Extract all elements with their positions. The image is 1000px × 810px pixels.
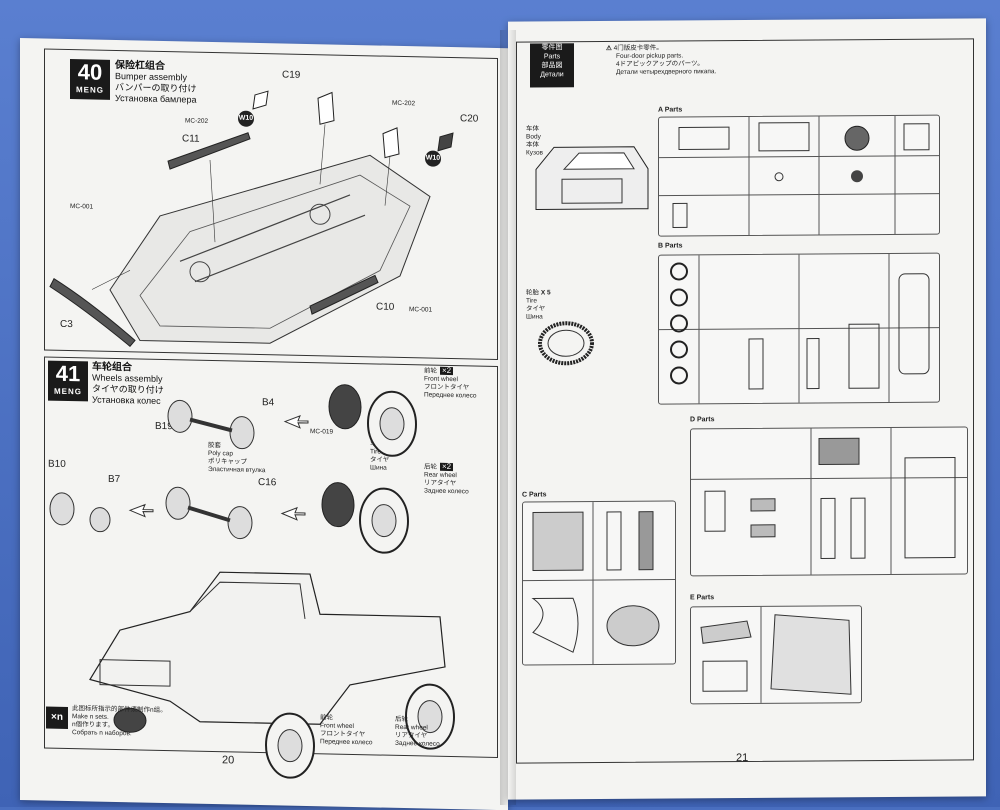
rear-wheel-label-bottom: 后轮 Rear wheel リアタイヤ Заднее колесо <box>395 716 440 749</box>
parts-tab-jp: 部品図 <box>541 62 563 70</box>
wheels-assembly-drawing <box>49 384 455 779</box>
sprue-a-label: A Parts <box>658 106 683 114</box>
bottom-front-jp: フロントタイヤ <box>320 730 366 739</box>
bumper-assembly-drawing <box>49 90 454 348</box>
xn-note: 此图标所指示的部件须制作n组。 Make n sets. n個作ります。 Соб… <box>72 705 167 739</box>
sprue-d-label: D Parts <box>690 416 715 424</box>
sprue-b <box>658 252 940 405</box>
parts-tab-cn: 零件图 <box>541 44 563 52</box>
parts-tab-ru: Детали <box>540 71 564 79</box>
bumper-c3-shape <box>49 277 136 348</box>
bottom-rear-jp: リアタイヤ <box>395 731 428 740</box>
body-label-cn: 车体 <box>526 125 539 133</box>
bottom-rear-ru: Заднее колесо <box>395 739 440 748</box>
book-gutter <box>500 30 516 805</box>
body-drawing <box>535 146 649 210</box>
left-page: 40 MENG 保险杠组合 Bumper assembly バンパーの取り付け … <box>20 38 508 810</box>
right-page: 零件图 Parts 部品図 Детали ⚠ 4门版皮卡零件。 Four-doo… <box>508 18 986 800</box>
arrow-icon-3 <box>280 506 306 521</box>
warning-cn: 4门版皮卡零件。 <box>613 44 663 52</box>
tire-parts-qty: X 5 <box>540 289 551 297</box>
parts-tab-en: Parts <box>543 53 561 61</box>
page-number-right: 21 <box>736 751 749 765</box>
tire-parts-cn: 轮胎 <box>526 289 539 297</box>
parts-tab: 零件图 Parts 部品図 Детали <box>530 43 574 88</box>
sprue-d <box>690 426 968 577</box>
warning-note: ⚠ 4门版皮卡零件。 Four-door pickup parts. 4ドアピッ… <box>606 44 716 77</box>
warning-ru: Детали четырехдверного пикапа. <box>616 68 717 76</box>
bottom-front-ru: Переднее колесо <box>320 738 373 747</box>
page-number-left: 20 <box>222 754 235 767</box>
arrow-icon <box>283 414 309 429</box>
bumper-c10-shape <box>309 274 379 315</box>
sprue-c <box>522 500 676 666</box>
tire-parts-jp: タイヤ <box>526 305 546 313</box>
warning-jp: 4ドアピックアップのパーツ。 <box>616 60 704 68</box>
sprue-e <box>690 605 862 705</box>
bottom-rear-en: Rear wheel <box>395 723 428 732</box>
tire-drawing <box>538 321 594 366</box>
tire-parts-ru: Шина <box>526 313 543 321</box>
sprue-c-label: C Parts <box>522 491 547 499</box>
tire-parts-en: Tire <box>526 297 537 305</box>
sprue-e-label: E Parts <box>690 594 715 602</box>
warning-icon: ⚠ <box>606 44 612 52</box>
front-wheel-label-bottom: 前轮 Front wheel フロントタイヤ Переднее колесо <box>320 714 373 747</box>
arrow-icon-2 <box>128 503 154 518</box>
xn-note-en: Make n sets. <box>72 713 109 721</box>
pickup-truck-shape <box>89 571 446 725</box>
bottom-front-en: Front wheel <box>320 722 354 730</box>
sprue-a <box>658 114 940 237</box>
tire-parts-label: 轮胎 X 5 Tire タイヤ Шина <box>526 289 551 321</box>
bumper-c11-shape <box>167 132 251 170</box>
xn-badge: ×n <box>46 706 68 730</box>
xn-note-jp: n個作ります。 <box>72 721 114 729</box>
bottom-front-cn: 前轮 <box>320 714 333 722</box>
xn-note-ru: Собрать n наборов. <box>72 729 132 738</box>
warning-en: Four-door pickup parts. <box>616 52 684 60</box>
bottom-rear-cn: 后轮 <box>395 715 408 724</box>
sprue-b-label: B Parts <box>658 242 683 250</box>
